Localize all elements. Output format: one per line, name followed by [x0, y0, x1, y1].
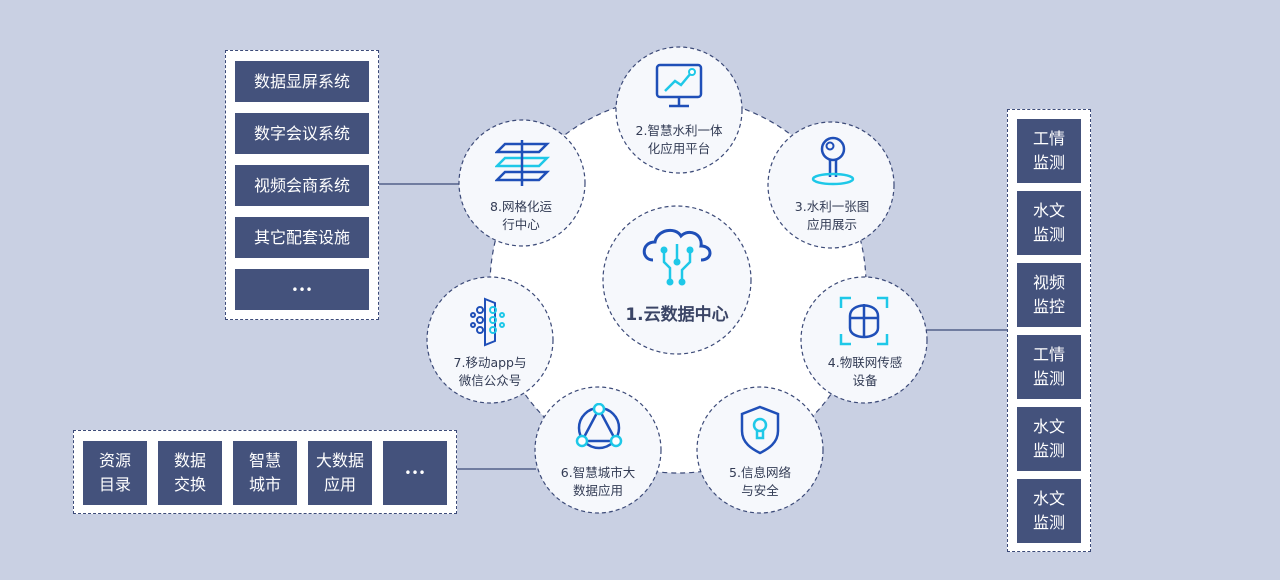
node-circle-2[interactable] — [615, 46, 743, 174]
node-label-6: 6.智慧城市大 数据应用 — [560, 465, 636, 498]
node-circle-5[interactable] — [696, 386, 824, 514]
monitor-chart-icon — [655, 63, 705, 109]
bottom-item[interactable]: 智慧 城市 — [233, 441, 297, 505]
right-item[interactable]: 水文 监测 — [1017, 479, 1081, 543]
left-item[interactable]: 其它配套设施 — [235, 217, 369, 258]
right-item[interactable]: 工情 监测 — [1017, 335, 1081, 399]
node-circle-6[interactable] — [534, 386, 662, 514]
right-item[interactable]: 水文 监测 — [1017, 407, 1081, 471]
left-item[interactable]: 视频会商系统 — [235, 165, 369, 206]
map-pin-icon — [809, 135, 857, 187]
node-label-5: 5.信息网络 与安全 — [729, 465, 791, 498]
right-item[interactable]: 视频 监控 — [1017, 263, 1081, 327]
left-item[interactable]: 数字会议系统 — [235, 113, 369, 154]
mobile-app-icon — [469, 297, 511, 347]
node-circle-4[interactable] — [800, 276, 928, 404]
left-panel: 数据显屏系统 数字会议系统 视频会商系统 其它配套设施 ••• — [225, 50, 379, 320]
center-circle[interactable] — [602, 205, 752, 355]
bottom-panel: 资源 目录 数据 交换 智慧 城市 大数据 应用 ••• — [73, 430, 457, 514]
bottom-item[interactable]: 资源 目录 — [83, 441, 147, 505]
center-label: 1.云数据中心 — [625, 305, 729, 325]
right-item[interactable]: 水文 监测 — [1017, 191, 1081, 255]
bottom-item-more[interactable]: ••• — [383, 441, 447, 505]
bottom-item[interactable]: 大数据 应用 — [308, 441, 372, 505]
grid-layers-icon — [493, 140, 551, 186]
sensor-device-icon — [839, 296, 889, 346]
network-triangle-icon — [574, 402, 624, 451]
node-label-7: 7.移动app与 微信公众号 — [453, 355, 527, 388]
node-label-8: 8.网格化运 行中心 — [490, 199, 552, 232]
node-circle-7[interactable] — [426, 276, 554, 404]
node-label-4: 4.物联网传感 设备 — [827, 355, 903, 388]
right-panel: 工情 监测 水文 监测 视频 监控 工情 监测 水文 监测 水文 监测 — [1007, 109, 1091, 552]
cloud-data-icon — [637, 222, 717, 292]
right-item[interactable]: 工情 监测 — [1017, 119, 1081, 183]
node-label-3: 3.水利一张图 应用展示 — [794, 199, 870, 232]
shield-lock-icon — [738, 405, 782, 455]
bottom-item[interactable]: 数据 交换 — [158, 441, 222, 505]
node-label-2: 2.智慧水利一体 化应用平台 — [635, 123, 723, 156]
left-item-more[interactable]: ••• — [235, 269, 369, 310]
left-item[interactable]: 数据显屏系统 — [235, 61, 369, 102]
